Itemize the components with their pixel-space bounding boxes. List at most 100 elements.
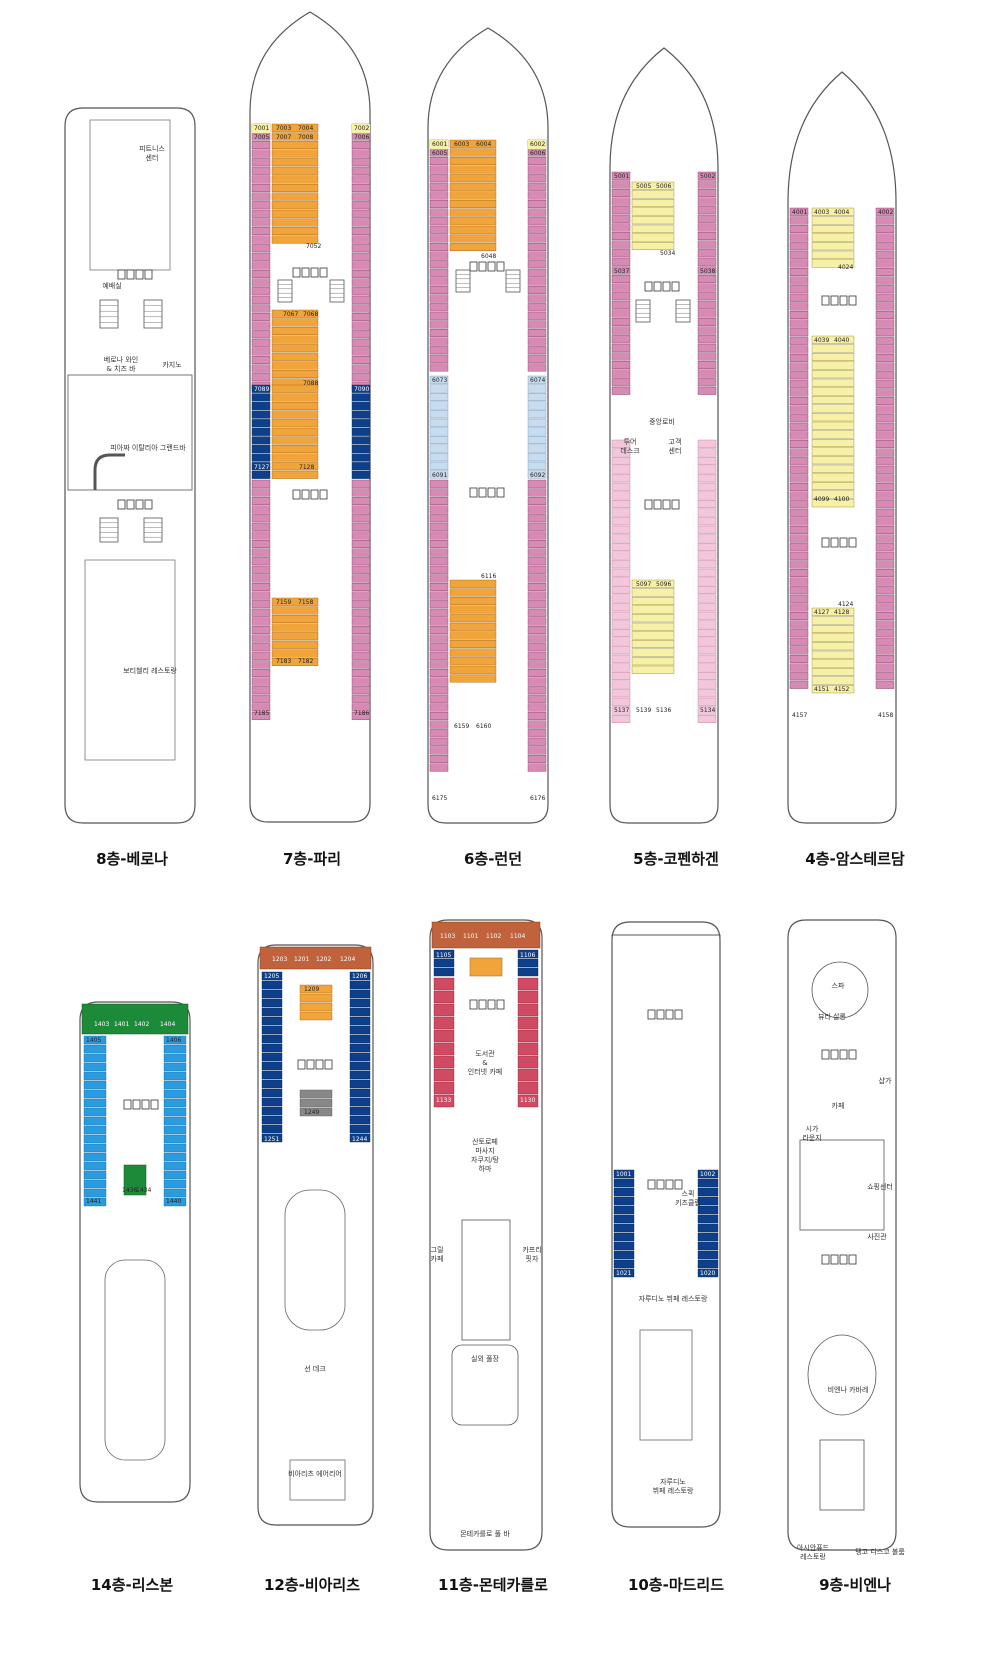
deck5-elevator xyxy=(644,499,653,510)
deck6-cabin-port xyxy=(429,729,449,738)
deck8-elevator xyxy=(126,269,135,280)
deck7-cabin-starboard xyxy=(351,488,371,497)
deck6-cabin-starboard xyxy=(527,165,547,174)
deck7-cabin-port xyxy=(251,192,271,201)
deck5-cabin-port xyxy=(611,361,631,370)
deck4-cabin-starboard xyxy=(875,405,895,414)
deck5-cabin-port xyxy=(611,275,631,284)
deck6-inner-cabin xyxy=(449,191,497,200)
deck4-cabin-port xyxy=(789,517,809,526)
deck4-cabin-starboard xyxy=(875,276,895,285)
deck5-elevator xyxy=(671,281,680,292)
deck6-cabin-port xyxy=(429,643,449,652)
deck12-cabin-number: 1249 xyxy=(304,1109,319,1116)
deck4-cabin-port xyxy=(789,526,809,535)
deck6-cabin-port xyxy=(429,565,449,574)
deck6-elevator xyxy=(478,487,487,498)
deck4-cabin-starboard xyxy=(875,577,895,586)
deck6-cabin-port xyxy=(429,174,449,183)
deck12-inner-cabin xyxy=(299,993,333,1003)
place-grill-cafe: 그릴 카페 xyxy=(430,1246,444,1263)
deck4-inner-cabin xyxy=(811,473,855,482)
deck7-cabin-starboard xyxy=(351,192,371,201)
deck6-cabin-port xyxy=(429,470,449,479)
deck6-inner-cabin xyxy=(449,208,497,217)
place-casino: 카지노 xyxy=(162,361,182,369)
deck7-cabin-port xyxy=(251,634,271,643)
deck4-cabin-starboard xyxy=(875,285,895,294)
deck6-cabin-number: 6092 xyxy=(530,472,545,479)
deck7-elevator xyxy=(292,267,301,278)
deck6-cabin-port xyxy=(429,320,449,329)
deck11-elevator xyxy=(478,999,487,1010)
place-shopping-center: 쇼핑센터 xyxy=(867,1183,893,1191)
deck5-cabin-port xyxy=(611,500,631,509)
deck14-cabin-port xyxy=(83,1098,107,1108)
deck5-cabin-port xyxy=(611,326,631,335)
deck7-inner-cabin xyxy=(271,649,319,658)
deck6-inner-cabin xyxy=(449,148,497,157)
deck6-cabin-port xyxy=(429,660,449,669)
deck4-cabin-starboard xyxy=(875,379,895,388)
deck6-cabin-port xyxy=(429,574,449,583)
deck4-cabin-number: 4003 xyxy=(814,209,829,216)
deck7-cabin-corner xyxy=(352,124,370,133)
deck6-inner-cabin xyxy=(449,622,497,631)
deck10-cabin-port xyxy=(613,1205,635,1215)
deck14-cabin-number: 1434 xyxy=(136,1187,151,1194)
deck6-cabin-starboard xyxy=(527,626,547,635)
deck6-cabin-starboard xyxy=(527,755,547,764)
deck4-cabin-port xyxy=(789,543,809,552)
deck7-elevator xyxy=(310,489,319,500)
deck4-cabin-port xyxy=(789,637,809,646)
deck6-cabin-port xyxy=(429,737,449,746)
deck6-cabin-port xyxy=(429,600,449,609)
deck12-cabin-port xyxy=(261,1106,283,1116)
deck6-cabin-starboard xyxy=(527,427,547,436)
deck6-cabin-port xyxy=(429,720,449,729)
deck4-cabin-starboard xyxy=(875,293,895,302)
deck10-cabin-starboard xyxy=(697,1223,719,1233)
deck4-cabin-port xyxy=(789,655,809,664)
deck4-inner-cabin xyxy=(811,421,855,430)
deck6-cabin-starboard xyxy=(527,574,547,583)
deck5-cabin-port xyxy=(611,620,631,629)
deck7-inner-cabin xyxy=(271,149,319,158)
deck7-cabin-starboard xyxy=(351,677,371,686)
deck6-cabin-starboard xyxy=(527,320,547,329)
deck7-stair xyxy=(329,279,345,303)
deck5-cabin-port xyxy=(611,508,631,517)
deck12-cabin-port xyxy=(261,1124,283,1134)
deck4-cabin-starboard xyxy=(875,268,895,277)
deck12-cabin-starboard xyxy=(349,1097,371,1107)
deck11-cabin-number: 1133 xyxy=(436,1097,451,1104)
deck7-cabin-starboard xyxy=(351,235,371,244)
deck4-cabin-port xyxy=(789,397,809,406)
deck5-cabin-starboard xyxy=(697,715,717,724)
deck4-cabin-port xyxy=(789,354,809,363)
deck10-cabin-port xyxy=(613,1196,635,1206)
deck7-elevator xyxy=(292,489,301,500)
deck7-inner-cabin xyxy=(271,140,319,149)
deck6-cabin-starboard xyxy=(527,346,547,355)
deck4-cabin-port xyxy=(789,293,809,302)
deck6-cabin-port xyxy=(429,669,449,678)
deck5-cabin-port xyxy=(611,231,631,240)
deck5-cabin-port xyxy=(611,240,631,249)
deck7-cabin-number: 7159 xyxy=(276,599,291,606)
deck6-cabin-port xyxy=(429,384,449,393)
deck7-cabin-starboard xyxy=(351,364,371,373)
deck4-cabin-port xyxy=(789,663,809,672)
deck12-cabin-port xyxy=(261,1115,283,1125)
deck5-cabin-starboard xyxy=(697,508,717,517)
deck7-cabin-starboard xyxy=(351,514,371,523)
deck6-cabin-port xyxy=(429,677,449,686)
deck9-elevator xyxy=(848,1049,857,1060)
deck5-inner-cabin xyxy=(631,622,675,631)
deck4-cabin-number: 4128 xyxy=(834,609,849,616)
deck14-cabin-port xyxy=(83,1044,107,1054)
deck7-cabin-port xyxy=(251,278,271,287)
deck4-cabin-starboard xyxy=(875,646,895,655)
deck7-cabin-starboard xyxy=(351,540,371,549)
